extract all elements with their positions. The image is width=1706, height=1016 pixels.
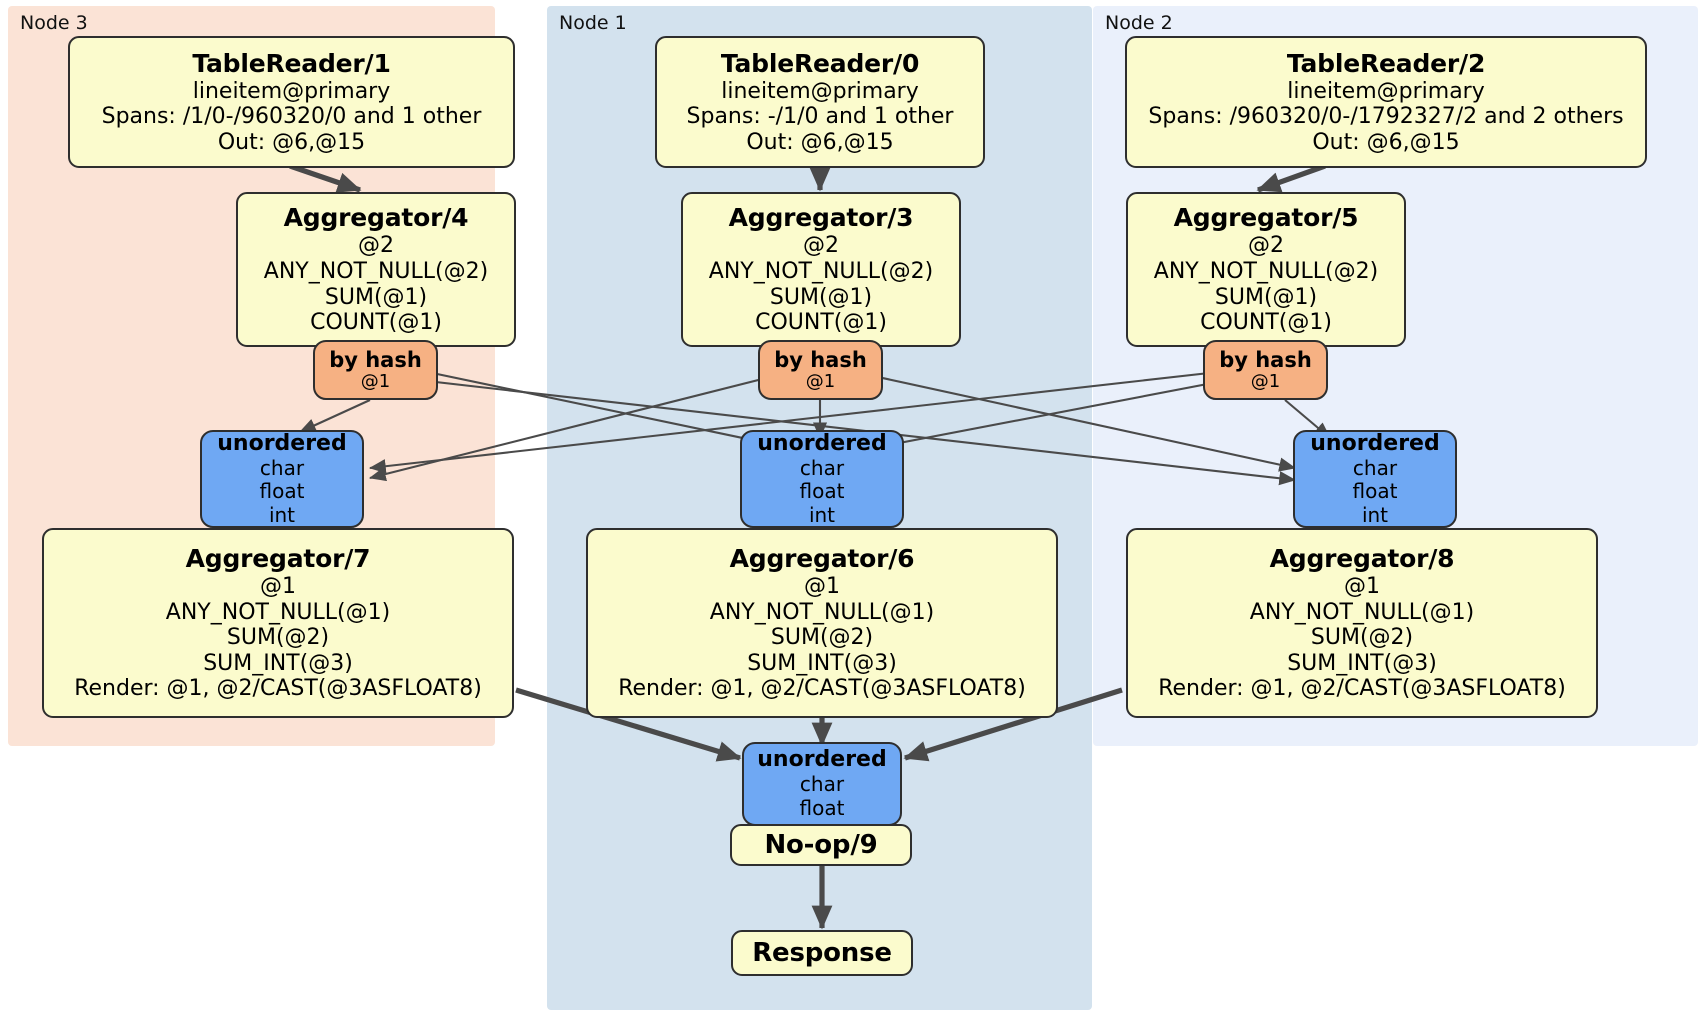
synchronizer-type: int <box>268 502 296 527</box>
processor-line: SUM_INT(@3) <box>747 650 897 676</box>
processor-line: lineitem@primary <box>721 78 919 104</box>
processor-line: ANY_NOT_NULL(@2) <box>263 258 489 284</box>
processor-line: SUM_INT(@3) <box>1287 650 1437 676</box>
synchronizer-type: float <box>799 479 845 504</box>
processor-line: Out: @6,@15 <box>1312 129 1460 155</box>
processor-line: @1 <box>260 574 296 600</box>
synchronizer-type: char <box>799 772 845 797</box>
processor-line: ANY_NOT_NULL(@1) <box>709 599 935 625</box>
processor-line: Spans: /960320/0-/1792327/2 and 2 others <box>1148 104 1624 130</box>
processor-aggregator-3[interactable]: Aggregator/3 @2 ANY_NOT_NULL(@2) SUM(@1)… <box>681 192 961 347</box>
processor-line: ANY_NOT_NULL(@1) <box>1249 599 1475 625</box>
processor-line: @2 <box>803 233 839 259</box>
processor-title: Aggregator/5 <box>1173 203 1359 233</box>
processor-line: Spans: -/1/0 and 1 other <box>686 104 954 130</box>
router-column: @1 <box>360 370 391 392</box>
synchronizer-unordered-right[interactable]: unordered char float int <box>1293 430 1457 528</box>
processor-title: Aggregator/6 <box>729 544 915 574</box>
processor-aggregator-6[interactable]: Aggregator/6 @1 ANY_NOT_NULL(@1) SUM(@2)… <box>586 528 1058 718</box>
synchronizer-type: char <box>799 455 845 480</box>
router-column: @1 <box>805 370 836 392</box>
synchronizer-type: float <box>799 795 845 820</box>
processor-aggregator-7[interactable]: Aggregator/7 @1 ANY_NOT_NULL(@1) SUM(@2)… <box>42 528 514 718</box>
synchronizer-unordered-center[interactable]: unordered char float int <box>740 430 904 528</box>
processor-table-reader-1[interactable]: TableReader/1 lineitem@primary Spans: /1… <box>68 36 515 168</box>
synchronizer-type: int <box>808 502 836 527</box>
processor-line: ANY_NOT_NULL(@2) <box>1153 258 1379 284</box>
processor-noop-9[interactable]: No-op/9 <box>730 824 912 866</box>
processor-line: @2 <box>1248 233 1284 259</box>
processor-line: COUNT(@1) <box>310 310 442 336</box>
processor-title: Response <box>752 937 892 968</box>
synchronizer-label: unordered <box>757 430 887 456</box>
processor-line: @1 <box>1344 574 1380 600</box>
processor-aggregator-5[interactable]: Aggregator/5 @2 ANY_NOT_NULL(@2) SUM(@1)… <box>1126 192 1406 347</box>
processor-line: Render: @1, @2/CAST(@3ASFLOAT8) <box>618 676 1026 702</box>
processor-title: TableReader/1 <box>192 48 391 78</box>
processor-line: SUM(@2) <box>770 625 874 651</box>
processor-line: SUM(@1) <box>1214 284 1318 310</box>
router-column: @1 <box>1250 370 1281 392</box>
processor-line: SUM(@2) <box>226 625 330 651</box>
processor-line: @1 <box>804 574 840 600</box>
processor-line: Out: @6,@15 <box>746 129 894 155</box>
node-panel-label-node1: Node 1 <box>559 12 627 34</box>
processor-line: lineitem@primary <box>192 78 391 104</box>
processor-title: Aggregator/3 <box>728 203 914 233</box>
router-by-hash-right[interactable]: by hash @1 <box>1203 340 1328 400</box>
synchronizer-type: char <box>259 455 305 480</box>
router-by-hash-left[interactable]: by hash @1 <box>313 340 438 400</box>
router-label: by hash <box>774 347 867 372</box>
processor-line: Spans: /1/0-/960320/0 and 1 other <box>101 104 482 130</box>
processor-line: Render: @1, @2/CAST(@3ASFLOAT8) <box>1158 676 1566 702</box>
processor-line: COUNT(@1) <box>1200 310 1332 336</box>
processor-line: SUM(@1) <box>769 284 873 310</box>
synchronizer-type: float <box>1352 479 1398 504</box>
processor-title: Aggregator/7 <box>185 544 371 574</box>
processor-line: ANY_NOT_NULL(@1) <box>165 599 391 625</box>
processor-line: Render: @1, @2/CAST(@3ASFLOAT8) <box>74 676 482 702</box>
synchronizer-label: unordered <box>757 747 887 773</box>
processor-line: lineitem@primary <box>1287 78 1485 104</box>
router-by-hash-center[interactable]: by hash @1 <box>758 340 883 400</box>
synchronizer-label: unordered <box>217 430 347 456</box>
processor-table-reader-0[interactable]: TableReader/0 lineitem@primary Spans: -/… <box>655 36 985 168</box>
synchronizer-type: int <box>1361 502 1389 527</box>
synchronizer-unordered-final[interactable]: unordered char float <box>742 742 902 826</box>
synchronizer-label: unordered <box>1310 430 1440 456</box>
processor-title: TableReader/2 <box>1286 48 1486 78</box>
synchronizer-unordered-left[interactable]: unordered char float int <box>200 430 364 528</box>
processor-line: @2 <box>358 233 394 259</box>
processor-line: ANY_NOT_NULL(@2) <box>708 258 934 284</box>
router-label: by hash <box>1219 347 1312 372</box>
processor-response[interactable]: Response <box>731 930 913 976</box>
processor-line: Out: @6,@15 <box>217 129 366 155</box>
processor-line: SUM(@1) <box>324 284 428 310</box>
processor-title: Aggregator/8 <box>1269 544 1455 574</box>
synchronizer-type: float <box>259 479 305 504</box>
processor-title: Aggregator/4 <box>283 203 469 233</box>
processor-line: SUM(@2) <box>1310 625 1414 651</box>
synchronizer-type: char <box>1352 455 1398 480</box>
processor-table-reader-2[interactable]: TableReader/2 lineitem@primary Spans: /9… <box>1125 36 1647 168</box>
node-panel-label-node2: Node 2 <box>1105 12 1173 34</box>
processor-title: TableReader/0 <box>720 48 920 78</box>
processor-line: SUM_INT(@3) <box>203 650 353 676</box>
router-label: by hash <box>329 347 422 372</box>
processor-title: No-op/9 <box>764 829 878 860</box>
node-panel-label-node3: Node 3 <box>20 12 88 34</box>
processor-line: COUNT(@1) <box>755 310 887 336</box>
processor-aggregator-8[interactable]: Aggregator/8 @1 ANY_NOT_NULL(@1) SUM(@2)… <box>1126 528 1598 718</box>
processor-aggregator-4[interactable]: Aggregator/4 @2 ANY_NOT_NULL(@2) SUM(@1)… <box>236 192 516 347</box>
